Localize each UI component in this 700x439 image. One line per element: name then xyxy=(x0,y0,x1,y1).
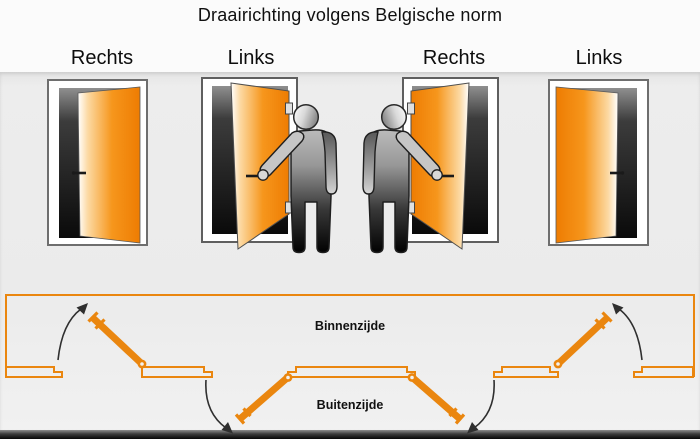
label-door-3-rechts: Rechts xyxy=(422,47,486,69)
page-title: Draairichting volgens Belgische norm xyxy=(197,5,503,25)
plan-door-outward-left xyxy=(408,373,495,433)
label-door-2-links: Links xyxy=(227,47,275,69)
swing-arc xyxy=(205,379,227,429)
door-handle-knob xyxy=(71,171,76,175)
door-illustration-rechts xyxy=(47,79,148,246)
person-hand xyxy=(257,169,269,181)
arrowhead-icon xyxy=(221,422,233,434)
plan-wall-segment xyxy=(5,366,63,378)
plan-wall-segment xyxy=(287,366,416,378)
plan-wall-segment xyxy=(633,366,694,378)
plan-wall-segment xyxy=(493,366,559,378)
door-illustration-links xyxy=(547,78,650,247)
plan-outside-label: Buitenzijde xyxy=(316,398,384,412)
arrowhead-icon xyxy=(76,303,88,315)
bottom-shadow-bar xyxy=(0,430,700,439)
plan-door-inward-right xyxy=(57,303,147,369)
door-leaf-rebate-tab xyxy=(94,318,106,330)
plan-door-inward-left xyxy=(554,303,642,368)
hinge-pin xyxy=(140,362,144,366)
plan-wall-segment xyxy=(141,366,213,378)
plan-door-outward-right xyxy=(205,373,293,434)
person-figure xyxy=(257,103,338,254)
person-arm-hanging xyxy=(321,131,338,195)
door-leaf-end-cap xyxy=(87,311,99,323)
door-leaf-rebate-tab xyxy=(242,407,252,418)
person-body xyxy=(290,129,332,254)
door-leaf xyxy=(77,86,141,244)
swing-arc xyxy=(57,308,82,361)
door-illustration-links-with-person xyxy=(201,77,338,254)
person-head xyxy=(292,103,320,131)
floorplan xyxy=(5,294,695,378)
label-door-4-links: Links xyxy=(575,47,623,69)
door-leaf-end-cap xyxy=(234,413,246,425)
door-illustration-rechts-with-person xyxy=(361,76,500,254)
plan-inside-label: Binnenzijde xyxy=(314,319,386,333)
door-leaf xyxy=(230,82,290,250)
hinge-icon xyxy=(285,102,293,115)
label-door-1-rechts: Rechts xyxy=(70,47,134,69)
hinge-pin xyxy=(286,375,290,380)
